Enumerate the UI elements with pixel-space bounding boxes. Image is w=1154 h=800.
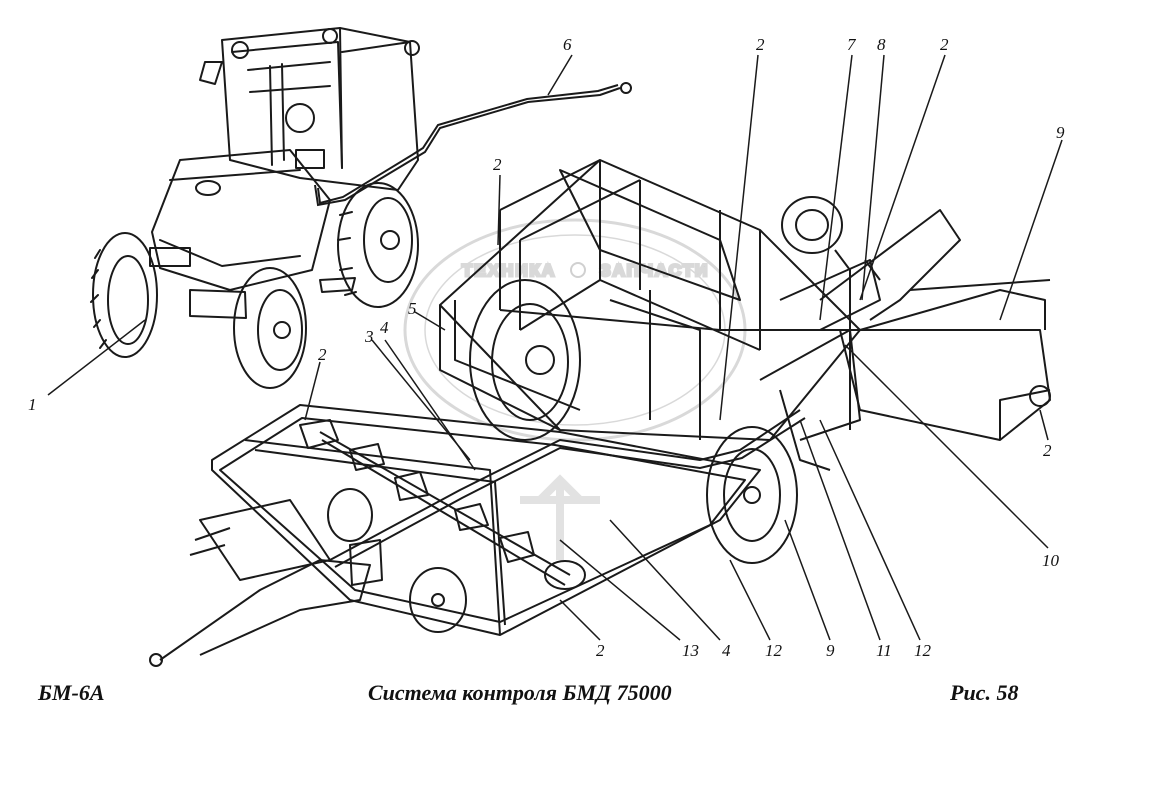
figure-title: Система контроля БМД 75000 [368,680,672,705]
callout-3: 3 [364,327,374,346]
watermark-right-word: ЗАПЧАСТИ [600,261,709,280]
callout-4: 4 [722,641,731,660]
callout-2: 2 [596,641,605,660]
callout-2: 2 [318,345,327,364]
callout-12: 12 [914,641,932,660]
callout-2: 2 [493,155,502,174]
connection-cable [314,82,632,207]
callout-8: 8 [877,35,886,54]
figure-number: Рис. 58 [950,680,1019,705]
callout-10: 10 [1042,551,1060,570]
callout-2: 2 [756,35,765,54]
callout-11: 11 [876,641,892,660]
callout-12: 12 [765,641,783,660]
callout-7: 7 [847,35,857,54]
callout-6: 6 [563,35,572,54]
callout-labels: 1 6 2 7 8 2 9 2 2 3 4 5 2 10 2 13 4 12 9… [28,35,1065,660]
tractor-drawing [90,27,420,389]
callout-5: 5 [408,299,417,318]
callout-13: 13 [682,641,699,660]
model-label: БМ-6А [38,680,105,705]
callout-4: 4 [380,318,389,337]
callout-9: 9 [826,641,835,660]
watermark-left-word: ТЕХНИКА [462,261,556,280]
leader-lines [47,54,1063,641]
machine-frame [149,159,1051,667]
callout-9: 9 [1056,123,1065,142]
callout-2: 2 [1043,441,1052,460]
callout-1: 1 [28,395,37,414]
watermark: ТЕХНИКА ЗАПЧАСТИ [403,218,747,560]
callout-2: 2 [940,35,949,54]
